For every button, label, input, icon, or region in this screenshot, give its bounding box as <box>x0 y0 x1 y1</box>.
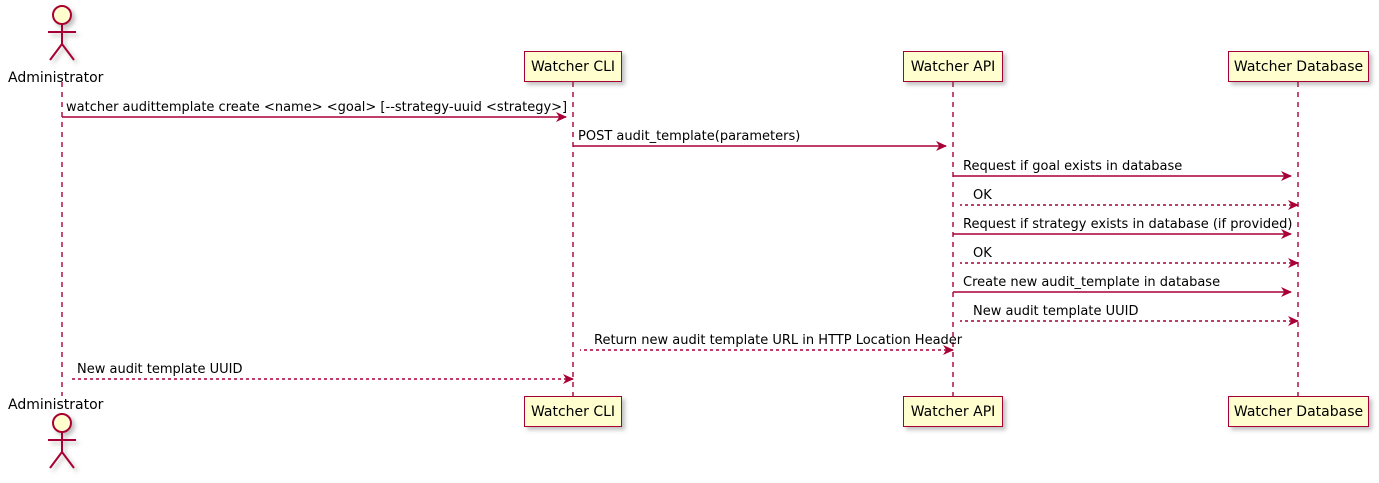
lifelines <box>61 82 1299 396</box>
message-arrows <box>62 112 1299 384</box>
participant-box-watcher-cli-bottom[interactable]: Watcher CLI <box>524 396 622 427</box>
message-label-3: Request if goal exists in database <box>963 159 1183 174</box>
participant-box-watcher-api-top[interactable]: Watcher API <box>903 51 1003 82</box>
actor-label-administrator-bottom: Administrator <box>8 397 104 413</box>
message-label-9: Return new audit template URL in HTTP Lo… <box>594 333 963 348</box>
message-label-2: POST audit_template(parameters) <box>578 129 801 144</box>
actor-label-administrator-top: Administrator <box>8 70 104 86</box>
actor-administrator-top-icon <box>48 5 76 61</box>
participant-box-watcher-api-bottom[interactable]: Watcher API <box>903 396 1003 427</box>
participant-box-watcher-database-bottom[interactable]: Watcher Database <box>1228 396 1369 427</box>
message-label-10: New audit template UUID <box>77 362 243 377</box>
participant-box-watcher-cli-top[interactable]: Watcher CLI <box>524 51 622 82</box>
message-label-5: Request if strategy exists in database (… <box>963 217 1293 232</box>
actor-administrator-bottom-icon <box>48 413 76 469</box>
message-label-8: New audit template UUID <box>973 304 1139 319</box>
message-label-6: OK <box>973 246 992 261</box>
message-label-4: OK <box>973 188 992 203</box>
message-label-1: watcher audittemplate create <name> <goa… <box>66 100 568 115</box>
message-label-7: Create new audit_template in database <box>963 275 1221 290</box>
participant-box-watcher-database-top[interactable]: Watcher Database <box>1228 51 1369 82</box>
